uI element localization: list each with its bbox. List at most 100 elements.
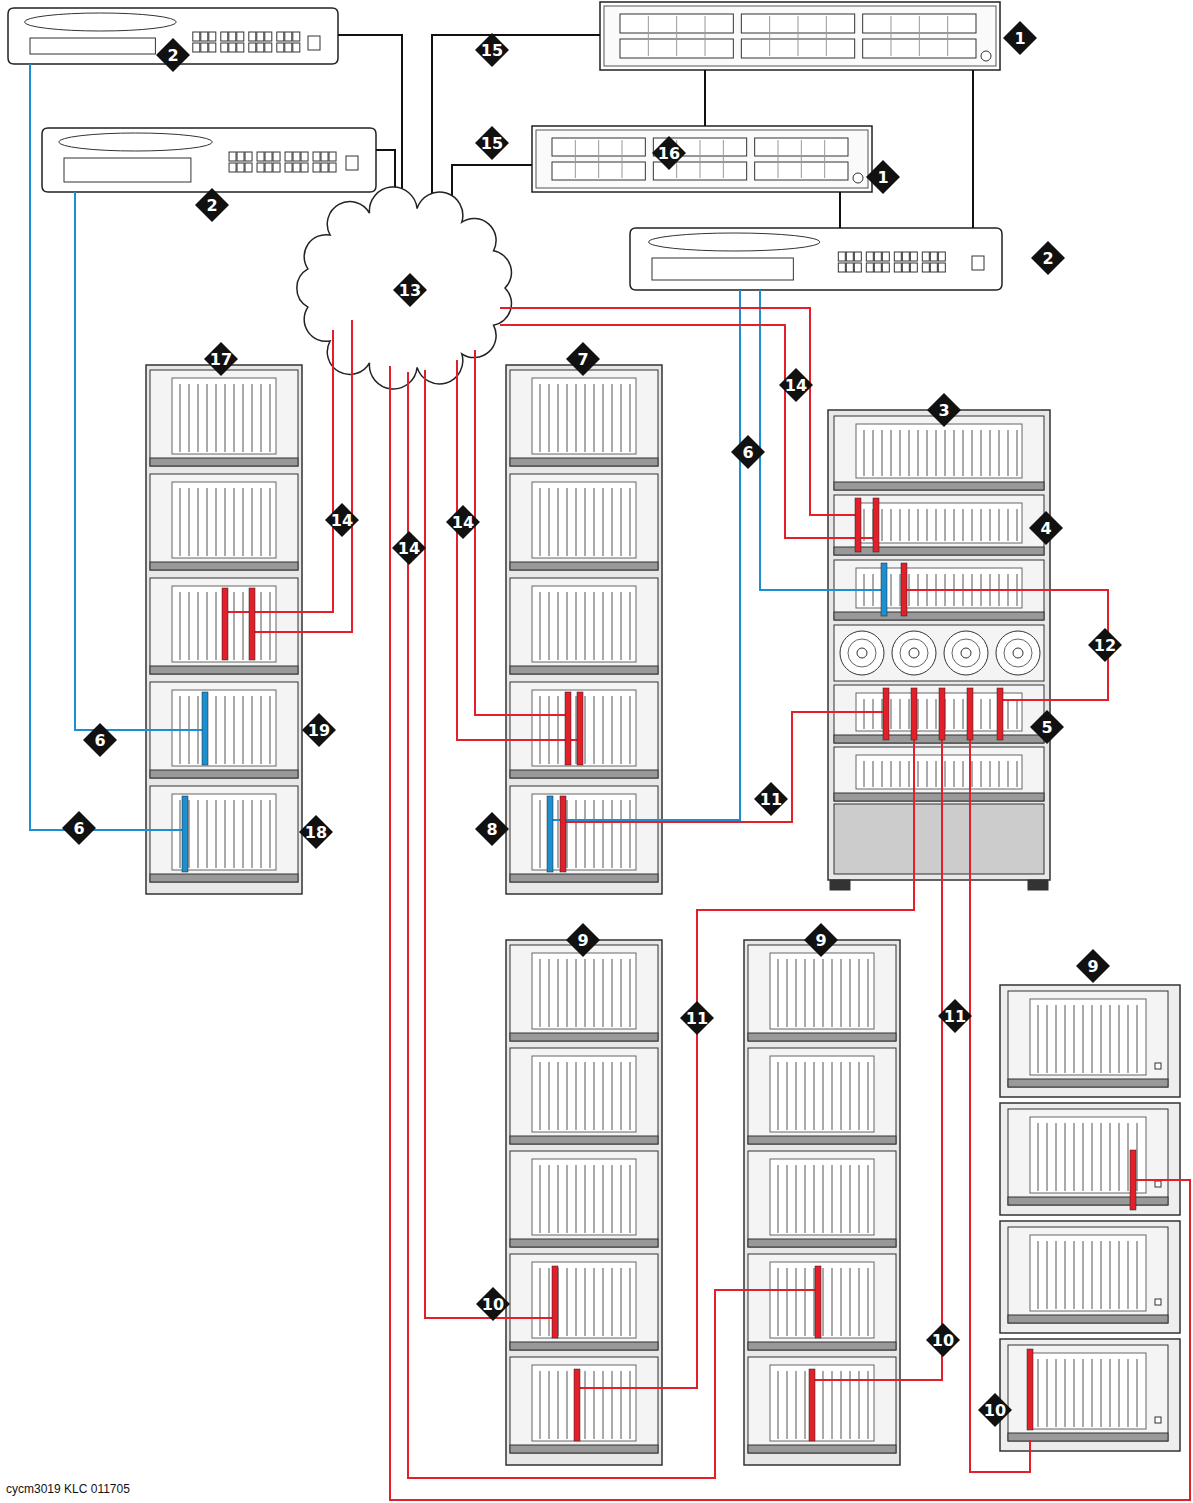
slot-line <box>981 699 982 729</box>
switch-port <box>930 252 937 261</box>
slot-line <box>1092 1005 1093 1073</box>
fan <box>996 631 1040 675</box>
carrier-slots <box>770 953 874 1029</box>
slot-line <box>705 16 706 56</box>
switch-port <box>221 32 228 41</box>
fiber-interface-card <box>560 796 566 872</box>
cabinet-frame <box>744 940 900 1465</box>
slot-line <box>630 1371 631 1439</box>
slot-line <box>270 488 271 556</box>
slot-line <box>814 1268 815 1336</box>
slot-line <box>549 1268 550 1336</box>
slot-line <box>558 959 559 1027</box>
slot-line <box>216 800 217 868</box>
switch-port <box>257 43 264 52</box>
slot-line <box>567 959 568 1027</box>
callout-text: 4 <box>1040 519 1051 538</box>
switch-port <box>329 152 336 161</box>
switch-display <box>59 133 213 151</box>
port-carrier <box>150 370 298 466</box>
slot-line <box>603 384 604 452</box>
slot-line <box>841 1268 842 1336</box>
callout-number: 3 <box>926 392 962 428</box>
callout-text: 6 <box>94 731 105 750</box>
carrier-base <box>150 458 298 466</box>
slot-line <box>630 384 631 452</box>
slot-line <box>801 140 802 178</box>
callout-number: 4 <box>1028 510 1064 546</box>
switch-port <box>229 152 236 161</box>
callout-number: 6 <box>61 810 97 846</box>
carrier-slots <box>532 482 636 558</box>
cable <box>252 320 352 632</box>
server-bezel <box>604 6 996 66</box>
slot-line <box>1056 1241 1057 1309</box>
slot-line <box>540 800 541 868</box>
slot-line <box>1065 1359 1066 1427</box>
slot-line <box>180 800 181 868</box>
cable <box>432 35 600 200</box>
carrier-slots <box>172 690 276 766</box>
slot-line <box>1092 1123 1093 1191</box>
slot-line <box>787 1268 788 1336</box>
slot-line <box>1119 1005 1120 1073</box>
callout-number: 14 <box>324 502 360 538</box>
port-carrier <box>510 474 658 570</box>
indicator <box>1155 1417 1161 1423</box>
carrier-base <box>834 793 1044 801</box>
slot-line <box>824 140 825 178</box>
switch-panel <box>30 38 155 54</box>
switch-port <box>237 152 244 161</box>
carrier-base <box>834 612 1044 620</box>
cable <box>500 308 858 515</box>
slot-line <box>954 699 955 729</box>
slot-line <box>270 800 271 868</box>
slot-line <box>585 800 586 868</box>
port-carrier <box>1008 1109 1168 1205</box>
slot-line <box>234 488 235 556</box>
callout-text: 9 <box>1087 957 1098 976</box>
switch-port <box>894 263 901 272</box>
stack-cabinet <box>1000 1103 1180 1215</box>
switch-port <box>346 156 358 170</box>
slot-line <box>585 696 586 764</box>
slot-line <box>207 592 208 660</box>
carrier-slots <box>532 378 636 454</box>
carrier-base <box>510 1239 658 1247</box>
callout-number: 7 <box>565 341 601 377</box>
slot-line <box>891 430 892 476</box>
slot-line <box>841 1165 842 1233</box>
switch-port <box>209 32 216 41</box>
slot-line <box>198 488 199 556</box>
slot-line <box>864 699 865 729</box>
slot-line <box>549 384 550 452</box>
callout-text: 2 <box>206 196 217 215</box>
slot-line <box>936 430 937 476</box>
slot-line <box>1074 1241 1075 1309</box>
cable <box>457 360 580 740</box>
slot-line <box>796 1062 797 1130</box>
slot-line <box>261 696 262 764</box>
slot-line <box>859 1268 860 1336</box>
callout-text: 6 <box>742 443 753 462</box>
slot-line <box>585 592 586 660</box>
slot-line <box>1038 1123 1039 1191</box>
carrier-slots <box>1030 1235 1146 1311</box>
callout-text: 2 <box>167 46 178 65</box>
slot-line <box>1056 1123 1057 1191</box>
slot-line <box>585 384 586 452</box>
slot-line <box>630 1165 631 1233</box>
carrier-base <box>150 874 298 882</box>
slot-line <box>225 696 226 764</box>
switch-port <box>321 152 328 161</box>
slot-line <box>621 1268 622 1336</box>
slot-line <box>1119 1123 1120 1191</box>
slot-line <box>723 140 724 178</box>
slot-line <box>850 1062 851 1130</box>
slot-line <box>540 592 541 660</box>
stack-cabinet <box>1000 1339 1180 1451</box>
callout-text: 12 <box>1094 636 1116 655</box>
slot-line <box>805 1268 806 1336</box>
switch-port <box>229 43 236 52</box>
